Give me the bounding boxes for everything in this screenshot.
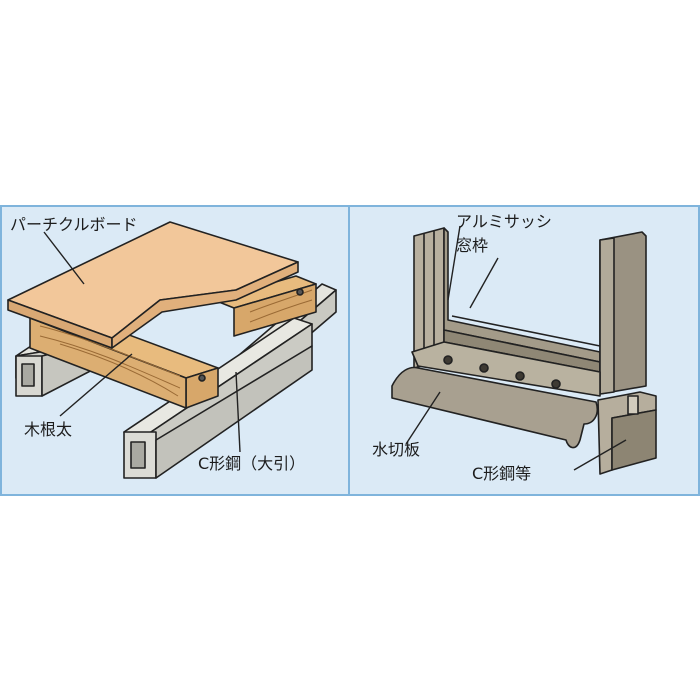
- label-c-steel-etc: C形鋼等: [472, 464, 532, 483]
- sash-sill: [411, 341, 601, 397]
- left-floor-diagram: [7, 221, 337, 479]
- leader-aluminum-sash: [447, 225, 461, 301]
- label-drip-plate: 水切板: [372, 440, 421, 459]
- label-wood-joist: 木根太: [24, 420, 73, 439]
- window-frame: [443, 227, 601, 373]
- leader-drip-plate: [405, 391, 441, 445]
- label-window-frame: 窓枠: [456, 236, 489, 255]
- leader-window-frame: [469, 257, 499, 309]
- leader-particle-board: [43, 231, 85, 285]
- label-aluminum-sash: アルミサッシ: [456, 212, 552, 231]
- leader-c-steel-etc: [573, 439, 627, 471]
- leader-wood-joist: [59, 353, 133, 417]
- sash-frame-right: [599, 231, 647, 395]
- drip-plate: [391, 366, 599, 449]
- right-sash-diagram: [391, 225, 657, 475]
- label-particle-board: パーチクルボード: [10, 215, 138, 234]
- c-steel-member: [597, 391, 657, 475]
- leader-c-steel: [235, 371, 241, 453]
- panel-divider: [348, 207, 350, 494]
- sash-frame-left: [413, 227, 445, 369]
- particle-board: [7, 221, 299, 349]
- label-c-steel-beam: C形鋼（大引）: [198, 454, 306, 473]
